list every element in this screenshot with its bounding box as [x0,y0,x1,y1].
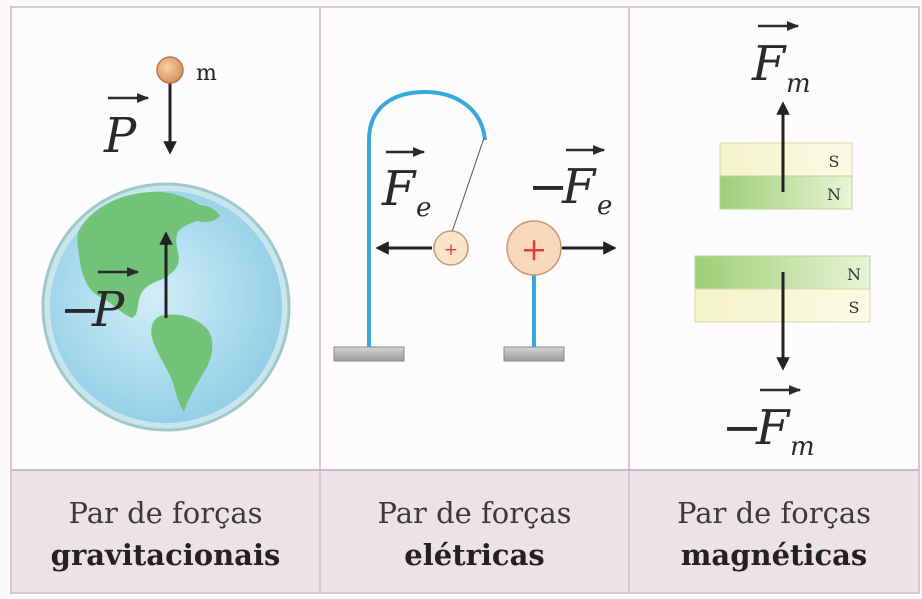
force-minus-fe-label: F [561,159,597,215]
caption-line1: Par de forças [68,496,263,530]
caption-line2: gravitacionais [50,538,281,572]
mass-icon [156,56,184,155]
force-minus-p-label: P [91,282,125,338]
force-minus-sign: − [528,159,568,215]
caption-line2: magnéticas [680,538,868,572]
magnetic-panel [630,8,918,470]
top-magnet-icon [719,142,853,210]
gravitational-caption: Par de forças gravitacionais [12,470,319,592]
caption-line1: Par de forças [377,496,572,530]
pole-label: S [849,298,860,317]
force-fe-subscript: e [597,191,612,221]
large-charge-sign: + [521,230,548,268]
force-minus-sign: − [722,400,762,456]
force-minus-fm-label: F [755,400,791,456]
pole-label: N [847,265,861,284]
large-charge-icon [506,220,562,276]
pole-label: S [829,152,840,171]
stand-base [333,346,405,362]
mass-label: m [196,61,217,86]
thread [451,137,485,233]
force-fm-label: F [751,36,787,92]
caption-line1: Par de forças [677,496,871,530]
force-fe-label: F [381,161,417,217]
small-charge-icon [433,230,469,266]
electric-caption: Par de forças elétricas [321,470,628,592]
small-charge-sign: + [444,240,458,260]
force-minus-sign: − [60,282,100,338]
force-fe-subscript: e [416,193,431,223]
force-fm-subscript: m [790,432,815,462]
stand-base [503,346,565,362]
outer-border [10,6,920,594]
electric-panel [321,8,628,470]
pole-label: N [827,185,841,204]
force-fm-subscript: m [786,69,811,99]
magnetic-caption: Par de forças magnéticas [630,470,918,592]
force-p-label: P [103,108,137,164]
curved-stand [367,89,487,347]
caption-line2: elétricas [404,538,545,572]
